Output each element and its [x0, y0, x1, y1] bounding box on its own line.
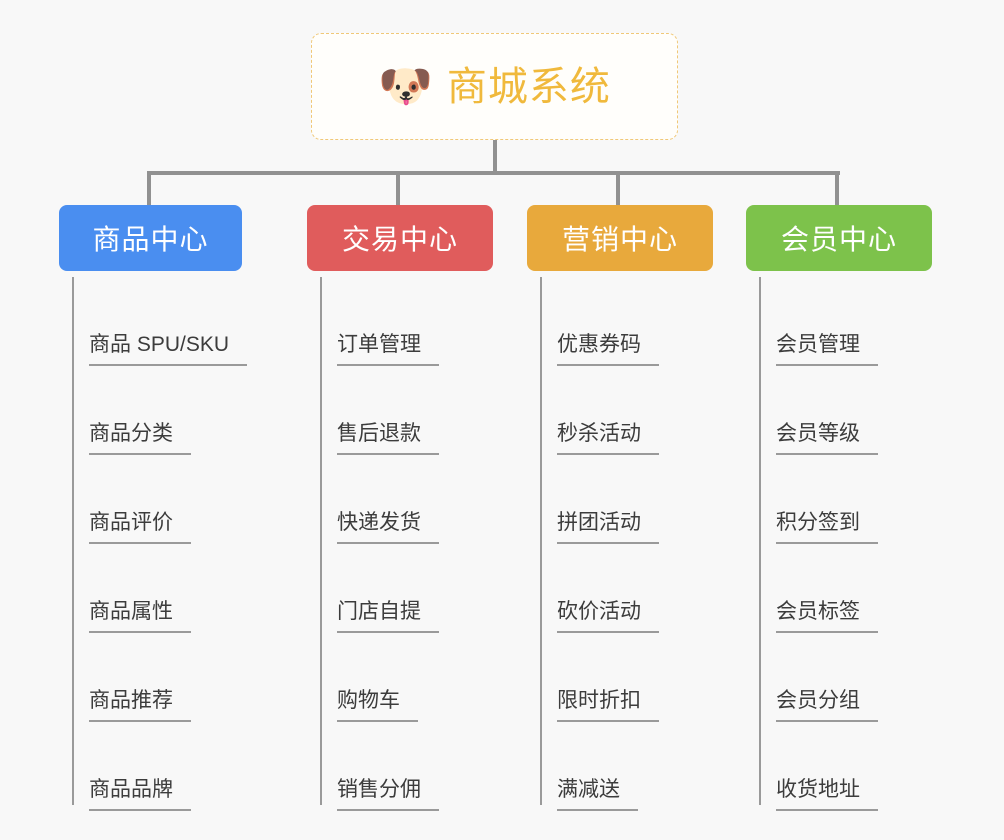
branch-column-product-center: 商品中心商品 SPU/SKU 商品分类商品评价商品属性商品推荐商品品牌 [59, 205, 248, 811]
branch-header-marketing-center[interactable]: 营销中心 [527, 205, 713, 271]
leaf-item-label: 售后退款 [337, 423, 439, 455]
leaf-spine-trade-center [320, 277, 322, 805]
leaf-item[interactable]: 商品推荐 [59, 633, 242, 722]
leaf-spine-marketing-center [540, 277, 542, 805]
leaf-item[interactable]: 积分签到 [746, 455, 932, 544]
leaf-item[interactable]: 商品评价 [59, 455, 242, 544]
leaf-item[interactable]: 商品 SPU/SKU [59, 277, 248, 366]
branch-header-label: 营销中心 [561, 224, 678, 255]
leaf-item[interactable]: 商品品牌 [59, 722, 242, 811]
branch-header-label: 会员中心 [780, 224, 897, 255]
leaf-list-trade-center: 订单管理售后退款快递发货门店自提购物车销售分佣 [307, 271, 493, 811]
leaf-spine-member-center [759, 277, 761, 805]
leaf-list-marketing-center: 优惠券码秒杀活动拼团活动砍价活动限时折扣满减送 [527, 271, 713, 811]
connector-horizontal-bus [149, 171, 840, 175]
leaf-item-label: 商品评价 [89, 512, 191, 544]
leaf-item[interactable]: 拼团活动 [527, 455, 713, 544]
connector-drop-member-center [835, 171, 839, 205]
leaf-item-label: 拼团活动 [557, 512, 659, 544]
leaf-item-label: 商品品牌 [89, 779, 191, 811]
leaf-item-label: 快递发货 [337, 512, 439, 544]
leaf-item[interactable]: 商品分类 [59, 366, 242, 455]
leaf-item-label: 限时折扣 [557, 690, 659, 722]
leaf-item-label: 购物车 [337, 690, 418, 722]
leaf-item[interactable]: 门店自提 [307, 544, 493, 633]
leaf-item-label: 商品属性 [89, 601, 191, 633]
leaf-item[interactable]: 会员标签 [746, 544, 932, 633]
leaf-item-label: 会员标签 [776, 601, 878, 633]
dog-face-icon: 🐶 [378, 61, 433, 111]
connector-root-stem [493, 140, 497, 173]
leaf-item-label: 商品分类 [89, 423, 191, 455]
leaf-item-label: 优惠券码 [557, 334, 659, 366]
connector-drop-marketing-center [616, 171, 620, 205]
leaf-item[interactable]: 商品属性 [59, 544, 242, 633]
branch-header-label: 商品中心 [92, 224, 209, 255]
leaf-item[interactable]: 限时折扣 [527, 633, 713, 722]
branch-column-member-center: 会员中心会员管理会员等级积分签到会员标签会员分组收货地址 [746, 205, 932, 811]
leaf-item-label: 商品推荐 [89, 690, 191, 722]
leaf-item-label: 收货地址 [776, 779, 878, 811]
leaf-item[interactable]: 会员分组 [746, 633, 932, 722]
leaf-item-label: 会员管理 [776, 334, 878, 366]
branch-header-label: 交易中心 [341, 224, 458, 255]
branch-header-product-center[interactable]: 商品中心 [59, 205, 242, 271]
leaf-item-label: 会员分组 [776, 690, 878, 722]
branch-column-trade-center: 交易中心订单管理售后退款快递发货门店自提购物车销售分佣 [307, 205, 493, 811]
leaf-item[interactable]: 收货地址 [746, 722, 932, 811]
branch-column-marketing-center: 营销中心优惠券码秒杀活动拼团活动砍价活动限时折扣满减送 [527, 205, 713, 811]
leaf-item[interactable]: 购物车 [307, 633, 493, 722]
leaf-item[interactable]: 快递发货 [307, 455, 493, 544]
root-title: 商城系统 [446, 64, 611, 109]
root-node-mall-system[interactable]: 🐶 商城系统 [311, 33, 678, 140]
leaf-item-label: 砍价活动 [557, 601, 659, 633]
leaf-item[interactable]: 会员管理 [746, 277, 932, 366]
leaf-item-label: 商品 SPU/SKU [89, 334, 248, 366]
leaf-item[interactable]: 售后退款 [307, 366, 493, 455]
leaf-item[interactable]: 满减送 [527, 722, 713, 811]
leaf-list-product-center: 商品 SPU/SKU 商品分类商品评价商品属性商品推荐商品品牌 [59, 271, 248, 811]
leaf-item-label: 积分签到 [776, 512, 878, 544]
leaf-item[interactable]: 订单管理 [307, 277, 493, 366]
leaf-item-label: 会员等级 [776, 423, 878, 455]
leaf-item-label: 满减送 [557, 779, 638, 811]
branch-header-trade-center[interactable]: 交易中心 [307, 205, 493, 271]
leaf-item-label: 门店自提 [337, 601, 439, 633]
leaf-spine-product-center [72, 277, 74, 805]
leaf-list-member-center: 会员管理会员等级积分签到会员标签会员分组收货地址 [746, 271, 932, 811]
leaf-item[interactable]: 砍价活动 [527, 544, 713, 633]
branch-header-member-center[interactable]: 会员中心 [746, 205, 932, 271]
leaf-item[interactable]: 销售分佣 [307, 722, 493, 811]
leaf-item-label: 订单管理 [337, 334, 439, 366]
leaf-item[interactable]: 会员等级 [746, 366, 932, 455]
connector-drop-trade-center [396, 171, 400, 205]
leaf-item[interactable]: 优惠券码 [527, 277, 713, 366]
leaf-item-label: 销售分佣 [337, 779, 439, 811]
leaf-item[interactable]: 秒杀活动 [527, 366, 713, 455]
leaf-item-label: 秒杀活动 [557, 423, 659, 455]
connector-drop-product-center [147, 171, 151, 205]
